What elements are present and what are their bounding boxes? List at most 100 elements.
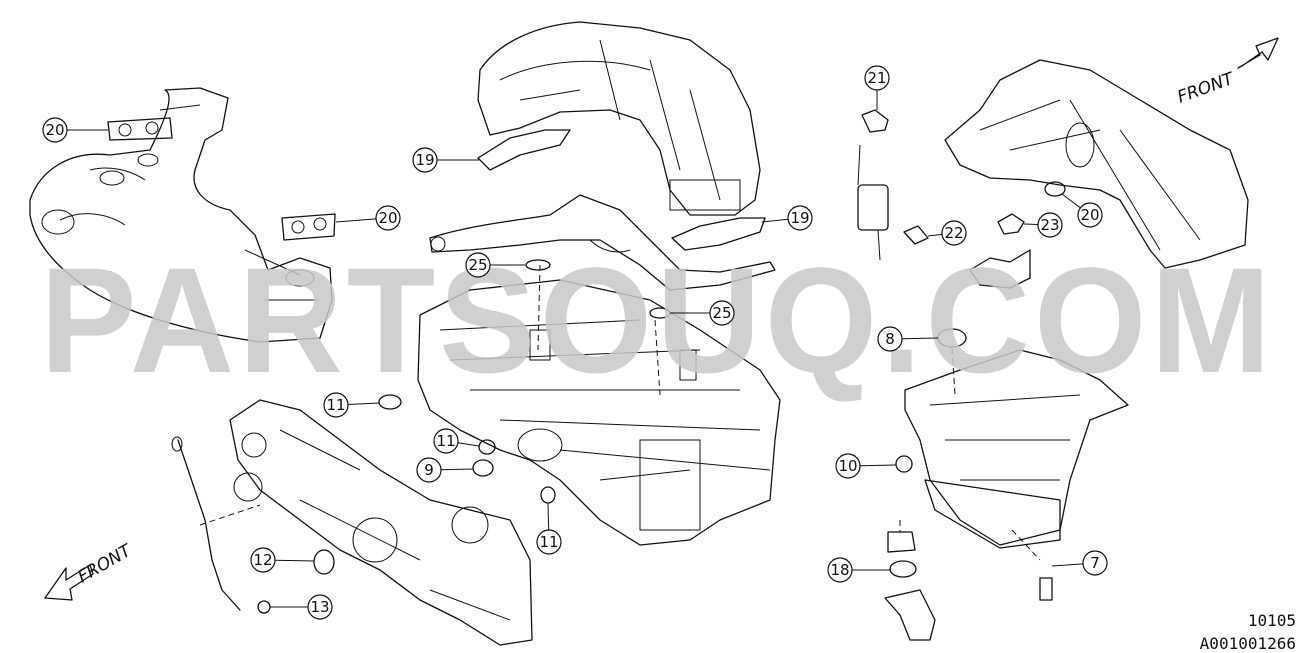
callout-circle bbox=[941, 220, 967, 246]
callout-label: 18 bbox=[830, 561, 849, 579]
callout-circle bbox=[536, 529, 562, 555]
callout-20b: 20 bbox=[335, 205, 401, 231]
leader-line bbox=[761, 218, 789, 223]
leader-line bbox=[901, 337, 939, 340]
callout-label: 12 bbox=[253, 551, 272, 569]
drain-plug-7 bbox=[1039, 577, 1053, 601]
leader-line bbox=[347, 402, 380, 405]
callout-circle bbox=[323, 392, 349, 418]
o-ring-10 bbox=[895, 455, 913, 473]
callout-circle bbox=[412, 147, 438, 173]
o-ring-11c bbox=[540, 486, 556, 504]
callout-label: 13 bbox=[310, 598, 329, 616]
cylinder-head bbox=[417, 279, 781, 546]
o-ring-11a bbox=[378, 394, 402, 410]
callout-23: 23 bbox=[1023, 212, 1063, 238]
callout-8: 8 bbox=[877, 326, 939, 352]
front-arrow-right: FRONT bbox=[1175, 37, 1279, 108]
callout-25b: 25 bbox=[670, 300, 735, 326]
gasket-19-upper bbox=[477, 129, 571, 171]
callout-label: 10 bbox=[838, 457, 857, 475]
callout-10: 10 bbox=[835, 453, 897, 479]
seal-12 bbox=[313, 549, 335, 575]
callout-circle bbox=[42, 117, 68, 143]
front-label-left: FRONT bbox=[75, 540, 137, 587]
callout-circle bbox=[375, 205, 401, 231]
callout-label: 7 bbox=[1090, 554, 1100, 572]
callout-circle bbox=[433, 428, 459, 454]
leader-line bbox=[274, 559, 315, 562]
callout-21: 21 bbox=[864, 65, 890, 110]
leader-line bbox=[440, 468, 474, 471]
callout-circle bbox=[250, 547, 276, 573]
front-label-right: FRONT bbox=[1175, 68, 1238, 107]
intake-manifold-right bbox=[944, 59, 1249, 269]
callout-label: 20 bbox=[378, 209, 397, 227]
diagram-id: A001001266 bbox=[1200, 634, 1296, 653]
o-ring-13 bbox=[257, 600, 271, 614]
leader-line bbox=[457, 442, 480, 447]
callout-label: 8 bbox=[885, 330, 895, 348]
oil-pipe bbox=[884, 589, 936, 641]
callout-circle bbox=[307, 594, 333, 620]
callout-circle bbox=[416, 457, 442, 483]
callout-18: 18 bbox=[827, 557, 890, 583]
callout-label: 11 bbox=[436, 432, 455, 450]
leader-line bbox=[1061, 193, 1081, 209]
callout-label: 21 bbox=[867, 69, 886, 87]
callout-22: 22 bbox=[927, 220, 967, 246]
water-outlet bbox=[969, 249, 1031, 289]
leader-line bbox=[1051, 563, 1084, 567]
leader-line bbox=[927, 233, 943, 237]
callout-label: 20 bbox=[45, 121, 64, 139]
callout-19a: 19 bbox=[412, 147, 480, 173]
oil-dipstick bbox=[171, 436, 241, 611]
callout-19b: 19 bbox=[761, 205, 813, 231]
bracket-23 bbox=[997, 213, 1025, 235]
callout-11b: 11 bbox=[433, 428, 480, 454]
gasket-19-lower bbox=[671, 217, 766, 251]
callout-circle bbox=[877, 326, 903, 352]
leader-line bbox=[547, 502, 550, 531]
o-ring-9 bbox=[472, 459, 494, 477]
callout-label: 20 bbox=[1080, 206, 1099, 224]
callout-label: 19 bbox=[790, 209, 809, 227]
callout-label: 19 bbox=[415, 151, 434, 169]
callout-7: 7 bbox=[1051, 550, 1108, 576]
callout-25a: 25 bbox=[465, 252, 525, 278]
exhaust-manifold bbox=[29, 87, 333, 343]
leader-line bbox=[859, 464, 897, 467]
callout-label: 25 bbox=[468, 256, 487, 274]
guide-dashed-lines bbox=[199, 264, 1041, 561]
watermark: PARTSOUQ.COM bbox=[40, 236, 1275, 404]
oil-filter-stand bbox=[887, 531, 916, 553]
callout-label: 9 bbox=[424, 461, 434, 479]
callout-label: 11 bbox=[539, 533, 558, 551]
o-ring-11b bbox=[478, 439, 496, 455]
callout-13: 13 bbox=[270, 594, 333, 620]
callout-circle bbox=[709, 300, 735, 326]
leader-line bbox=[335, 218, 377, 223]
timing-cover bbox=[229, 399, 533, 646]
callout-label: 22 bbox=[944, 224, 963, 242]
callout-11a: 11 bbox=[323, 392, 380, 418]
pcv-hose-assembly bbox=[857, 109, 929, 261]
callout-20c: 20 bbox=[1061, 193, 1103, 228]
callout-circle bbox=[827, 557, 853, 583]
callout-circle bbox=[465, 252, 491, 278]
callout-circle bbox=[1077, 202, 1103, 228]
gasket-20-right bbox=[1044, 181, 1066, 197]
gasket-20-lower bbox=[281, 213, 336, 241]
callout-circle bbox=[787, 205, 813, 231]
callout-label: 11 bbox=[326, 396, 345, 414]
callout-circle bbox=[1082, 550, 1108, 576]
leader-line bbox=[1023, 223, 1039, 226]
callout-label: 23 bbox=[1040, 216, 1059, 234]
oil-pan bbox=[904, 349, 1129, 549]
o-ring-25a bbox=[525, 259, 551, 271]
callout-circle bbox=[864, 65, 890, 91]
coolant-pipe bbox=[429, 194, 776, 291]
gasket-20-upper bbox=[107, 117, 173, 141]
